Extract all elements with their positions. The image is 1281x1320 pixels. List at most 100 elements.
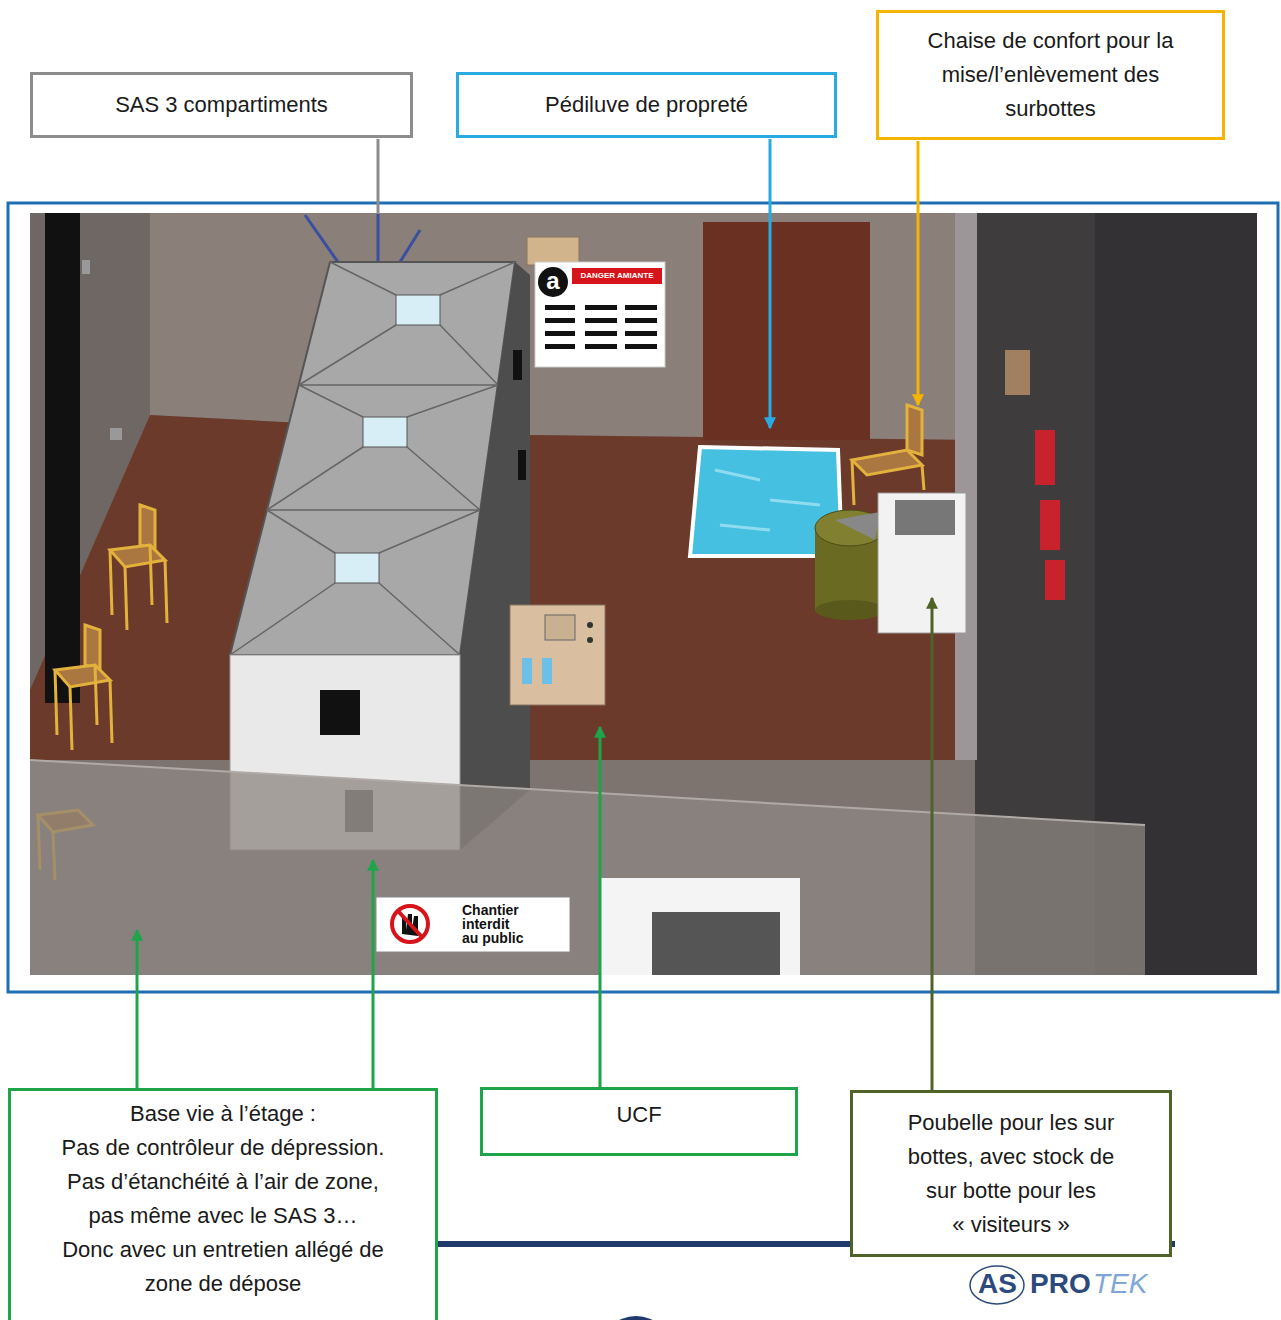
leader-line	[377, 139, 380, 214]
back-wall	[150, 213, 975, 440]
front-wall-edge	[30, 760, 1145, 825]
wall-switch	[82, 260, 90, 274]
bin-lid	[815, 510, 885, 546]
wall-box	[1005, 350, 1030, 395]
dark-panel	[652, 912, 780, 975]
logo-text: TEK	[1093, 1268, 1147, 1300]
leader-line	[917, 141, 920, 405]
chair-legs	[38, 815, 55, 880]
sign-bar	[625, 305, 657, 310]
chair-seat	[852, 450, 922, 475]
wall-edge	[955, 213, 977, 760]
callout-text: Pas de contrôleur de dépression.	[53, 1131, 393, 1165]
skylight	[396, 295, 440, 325]
sas-window	[320, 690, 360, 735]
callout-box: Base vie à l’étage :Pas de contrôleur de…	[8, 1088, 438, 1320]
logo-text: PRO	[1030, 1268, 1091, 1300]
sign-bar	[625, 318, 657, 323]
sign-bar	[585, 344, 617, 349]
ucf-tube	[542, 658, 552, 684]
logo-text: AS	[978, 1268, 1017, 1300]
callout-box: Poubelle pour les sur bottes, avec stock…	[850, 1090, 1172, 1257]
white-panel	[600, 878, 800, 975]
sign-text: Chantier interdit au public	[462, 903, 528, 945]
danger-sign	[535, 262, 665, 367]
chair	[852, 405, 924, 505]
logo-outline	[970, 1266, 1024, 1304]
leader-line	[372, 860, 375, 1088]
bin-flap	[835, 512, 880, 540]
red-bracket	[1040, 500, 1060, 550]
sign-bar	[545, 344, 575, 349]
bin-base	[815, 600, 885, 620]
cabinet-top	[895, 500, 955, 535]
ucf-panel	[545, 615, 575, 640]
callout-text: Chaise de confort pour la mise/l’enlèvem…	[906, 24, 1196, 126]
sign-text: DANGER AMIANTE	[572, 268, 662, 284]
sas-vent	[518, 450, 526, 480]
red-bracket	[1035, 430, 1055, 485]
tripod	[400, 230, 420, 262]
cabinet	[878, 493, 966, 633]
room-ground	[30, 213, 1257, 975]
tripod	[377, 214, 380, 262]
sas-vent	[513, 350, 522, 380]
callout-text: UCF	[494, 1098, 784, 1132]
sign-bar	[585, 318, 617, 323]
leader-line	[931, 598, 934, 1090]
ucf-tube	[522, 658, 532, 684]
footbath-water	[715, 470, 820, 530]
page-badge	[600, 1316, 672, 1320]
leader-line	[599, 727, 602, 1087]
wall-switch	[110, 428, 122, 440]
beige-box	[527, 237, 579, 265]
asbestos-logo	[538, 267, 568, 297]
sign-bar	[625, 331, 657, 336]
skylight	[335, 553, 379, 583]
sas-side	[460, 262, 530, 850]
chair-legs	[55, 665, 112, 750]
tripod	[305, 215, 340, 265]
chair	[38, 810, 93, 880]
logo-letter: a	[538, 267, 568, 297]
chair-back	[140, 505, 155, 550]
callout-text: Base vie à l’étage :	[53, 1097, 393, 1131]
leader-line	[769, 139, 772, 428]
callout-box: Pédiluve de propreté	[456, 72, 837, 138]
sign-bar	[545, 318, 575, 323]
chair-seat	[55, 665, 110, 687]
chair	[110, 505, 167, 630]
no-entry-circle	[392, 906, 428, 942]
callout-text: Poubelle pour les sur bottes, avec stock…	[896, 1106, 1126, 1242]
callout-text: Pas d’étanchéité à l’air de zone, pas mê…	[53, 1165, 393, 1233]
sign-bar	[625, 344, 657, 349]
callout-box: UCF	[480, 1087, 798, 1156]
illustration-frame	[8, 203, 1278, 992]
skylight	[363, 417, 407, 447]
chair-seat	[110, 545, 165, 567]
chair	[55, 625, 112, 750]
front-wall	[30, 760, 1145, 975]
sign-bar	[585, 305, 617, 310]
leader-line	[136, 930, 139, 1088]
no-entry-sign	[376, 897, 570, 952]
no-entry-bar	[398, 911, 422, 937]
chair-back	[85, 625, 100, 670]
sign-bar	[585, 331, 617, 336]
callout-text: SAS 3 compartiments	[42, 88, 402, 122]
doorway	[703, 222, 870, 440]
ucf-knob	[587, 622, 593, 628]
sign-bar	[545, 305, 575, 310]
ucf-knob	[587, 637, 593, 643]
callout-box: Chaise de confort pour la mise/l’enlèvem…	[876, 10, 1225, 140]
chair-seat	[38, 810, 93, 832]
callout-text: Pédiluve de propreté	[467, 88, 827, 122]
danger-band	[572, 268, 662, 284]
callout-text: Donc avec un entretien allégé de zone de…	[53, 1233, 393, 1301]
ucf-unit	[510, 605, 605, 705]
sign-bar	[545, 331, 575, 336]
black-door	[45, 213, 80, 703]
red-bracket	[1045, 560, 1065, 600]
chair-legs	[110, 545, 167, 630]
